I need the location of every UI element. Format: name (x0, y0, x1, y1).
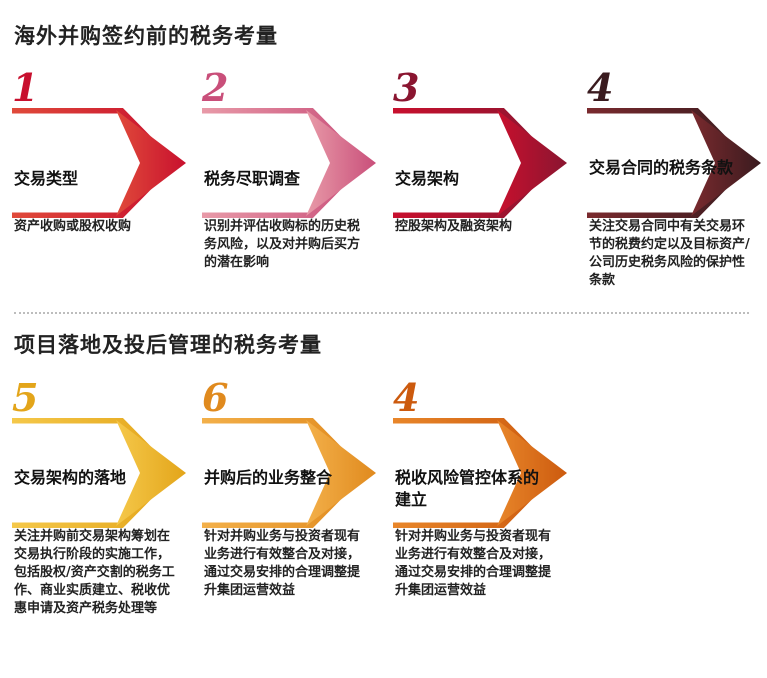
step-description: 关注交易合同中有关交易环节的税费约定以及目标资产/公司历史税务风险的保护性条款 (589, 219, 750, 288)
step-label: 交易架构的落地 (14, 468, 127, 487)
step-card-6: 6 并购后的业务整合 针对并购业务与投资者现有业务进行有效整合及对接，通过交易安… (202, 378, 380, 668)
step-label: 并购后的业务整合 (204, 468, 333, 487)
step-card-5: 5 交易架构的落地 关注并购前交易架构筹划在交易执行阶段的实施工作，包括股权/资… (12, 378, 190, 668)
section-divider (14, 312, 749, 314)
chevron-arrow-icon (12, 416, 190, 532)
step-label: 交易类型 (14, 169, 79, 188)
step-card-7: 4 税收风险管控体系的建立 针对并购业务与投资者现有业务进行有效整合及对接，通过… (393, 378, 571, 668)
chevron-arrow-icon (202, 106, 380, 222)
step-card-2: 2 税务尽职调查 识别并评估收购标的历史税务风险，以及对并购后买方的潜在影响 (202, 68, 380, 298)
section-title-post-deal: 项目落地及投后管理的税务考量 (14, 333, 322, 357)
step-label: 交易合同的税务条款 (589, 158, 734, 177)
chevron-arrow-icon (587, 106, 765, 222)
step-number: 3 (393, 65, 420, 110)
step-number: 6 (202, 375, 229, 420)
step-card-1: 1 交易类型 资产收购或股权收购 (12, 68, 190, 298)
section-title-pre-signing: 海外并购签约前的税务考量 (14, 24, 278, 48)
step-description: 控股架构及融资架构 (395, 219, 513, 234)
step-number: 4 (393, 375, 420, 420)
step-card-4: 4 交易合同的税务条款 关注交易合同中有关交易环节的税费约定以及目标资产/公司历… (587, 68, 765, 298)
step-number: 5 (12, 375, 39, 420)
step-label: 税务尽职调查 (204, 169, 301, 188)
step-description: 针对并购业务与投资者现有业务进行有效整合及对接，通过交易安排的合理调整提升集团运… (204, 529, 361, 598)
step-description: 关注并购前交易架构筹划在交易执行阶段的实施工作，包括股权/资产交割的税务工作、商… (14, 529, 175, 616)
step-description: 针对并购业务与投资者现有业务进行有效整合及对接，通过交易安排的合理调整提升集团运… (395, 529, 552, 598)
chevron-arrow-icon (12, 106, 190, 222)
step-card-3: 3 交易架构 控股架构及融资架构 (393, 68, 571, 298)
step-number: 2 (202, 65, 229, 110)
step-description: 资产收购或股权收购 (14, 219, 132, 234)
step-label: 交易架构 (395, 169, 460, 188)
chevron-arrow-icon (393, 106, 571, 222)
step-number: 4 (587, 65, 614, 110)
step-label: 税收风险管控体系的建立 (395, 468, 540, 509)
step-number: 1 (12, 65, 39, 110)
chevron-arrow-icon (393, 416, 571, 532)
step-description: 识别并评估收购标的历史税务风险，以及对并购后买方的潜在影响 (204, 219, 361, 270)
chevron-arrow-icon (202, 416, 380, 532)
